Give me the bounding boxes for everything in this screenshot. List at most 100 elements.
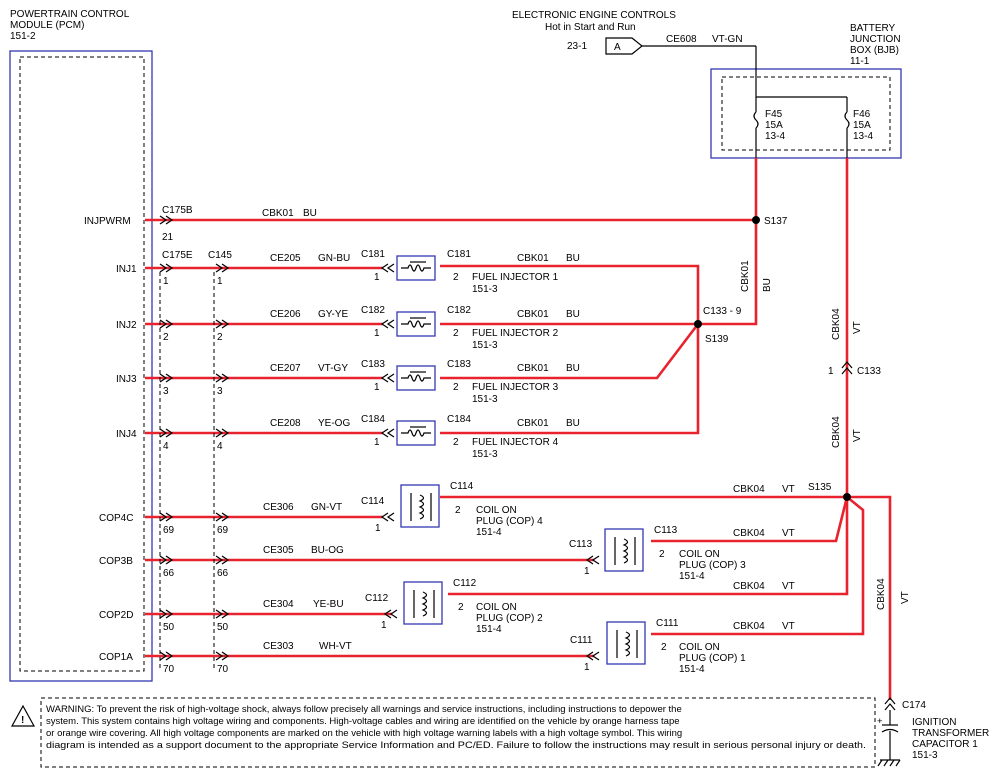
wire-cop1-out <box>651 495 865 636</box>
fuse-f45-icon <box>753 111 759 129</box>
eec-wire-color: VT-GN <box>712 34 743 45</box>
coil-2-pin-in: 1 <box>381 620 387 631</box>
warning-exclamation-icon: ! <box>21 715 24 726</box>
coil-1-ref: 151-4 <box>679 664 705 675</box>
injector-1-pin-in: 1 <box>374 272 380 283</box>
injector-4-pin-in: 1 <box>374 437 380 448</box>
warning-line-4: diagram is intended as a support documen… <box>46 740 866 751</box>
c175-pin-mark-6 <box>159 555 174 565</box>
coil-4-out-color: VT <box>782 484 795 495</box>
vlabel-cbk04-cap: CBK04 <box>876 578 887 610</box>
c175-pin-mark-1 <box>159 263 174 273</box>
coil-2-connector-out: C112 <box>453 578 477 589</box>
ground-hatch-icon <box>877 759 901 767</box>
bjb-title-line3: BOX (BJB) <box>850 45 899 56</box>
injector-1-connector-icon <box>380 263 395 273</box>
coil-3-out-color: VT <box>782 528 795 539</box>
c145-pin-mark-8 <box>215 651 230 661</box>
vlabel-bu: BU <box>762 278 773 292</box>
coil-4-wire-color: GN-VT <box>311 502 342 513</box>
coil-4-connector-icon <box>380 512 395 522</box>
coil-4-box <box>400 484 440 528</box>
coil-1-wire-color: WH-VT <box>319 641 352 652</box>
coil-4-connector-out: C114 <box>450 481 474 492</box>
eec-title: ELECTRONIC ENGINE CONTROLS <box>512 10 676 21</box>
capacitor-plus-sign: + <box>877 716 883 727</box>
injpwrm-circuit: CBK01 <box>262 208 294 219</box>
splice-s135 <box>843 493 851 501</box>
injector-3-connector-in: C183 <box>361 359 385 370</box>
injector-1-connector-out: C181 <box>447 249 471 260</box>
coil-2-wire-color: YE-BU <box>313 599 344 610</box>
c175-pin-mark-4 <box>159 428 174 438</box>
coil-3-name-2: PLUG (COP) 3 <box>679 560 746 571</box>
c175-pin-7: 50 <box>163 622 175 633</box>
injector-2-pin-in: 1 <box>374 328 380 339</box>
injector-4-solenoid-icon <box>401 429 431 437</box>
c145-pin-mark-3 <box>215 373 230 383</box>
c145-pin-mark-5 <box>215 512 230 522</box>
coil-2-pin-out: 2 <box>458 602 464 613</box>
vlabel-vt-lower: VT <box>852 429 863 442</box>
coil-4-ref: 151-4 <box>476 527 502 538</box>
pcm-title-line2: MODULE (PCM) <box>10 20 84 31</box>
c145-pin-3: 3 <box>217 386 223 397</box>
coil-1-winding-icon <box>624 631 631 657</box>
splice-s137-label: S137 <box>764 216 788 227</box>
injector-1-box <box>396 255 436 281</box>
injector-3-wire-color: VT-GY <box>318 363 348 374</box>
injector-1-circuit: CE205 <box>270 253 301 264</box>
coil-1-connector-out: C111 <box>656 618 679 629</box>
injector-3-box <box>396 365 436 391</box>
c145-pin-mark-1 <box>215 263 230 273</box>
injector-2-box <box>396 311 436 337</box>
warning-line-3: or orange wire covering. All high voltag… <box>46 728 682 739</box>
coil-2-out-circuit: CBK04 <box>733 581 765 592</box>
injector-4-pin-out: 2 <box>453 437 459 448</box>
coil-3-name-1: COIL ON <box>679 549 720 560</box>
pin-inj1-label: INJ1 <box>116 264 137 275</box>
injector-3-connector-out: C183 <box>447 359 471 370</box>
fuse-f45-ref: 13-4 <box>765 131 785 142</box>
eec-subtitle: Hot in Start and Run <box>545 22 636 33</box>
pcm-title-line1: POWERTRAIN CONTROL <box>10 9 130 20</box>
coil-1-box <box>606 621 646 665</box>
injector-3-connector-icon <box>380 373 395 383</box>
c175-pin-mark-0 <box>159 215 174 225</box>
bjb-inner <box>721 76 891 151</box>
wire-cop2-out <box>448 497 849 596</box>
capacitor-name-1: IGNITION <box>912 717 956 728</box>
injector-3-out-circuit: CBK01 <box>517 363 549 374</box>
vlabel-cbk01: CBK01 <box>740 260 751 292</box>
pin-injpwrm-label: INJPWRM <box>84 216 131 227</box>
c175-pin-mark-7 <box>159 609 174 619</box>
coil-3-pin-out: 2 <box>659 549 665 560</box>
injector-4-connector-in: C184 <box>361 414 385 425</box>
coil-1-pin-in: 1 <box>584 662 590 673</box>
injector-1-out-circuit: CBK01 <box>517 253 549 264</box>
bjb-title-line1: BATTERY <box>850 23 896 34</box>
fuse-f45-rating: 15A <box>765 120 783 131</box>
coil-4-circuit: CE306 <box>263 502 294 513</box>
coil-2-name-1: COIL ON <box>476 602 517 613</box>
coil-3-pin-in: 1 <box>584 566 590 577</box>
coil-4-name-2: PLUG (COP) 4 <box>476 516 543 527</box>
c145-pin-7: 50 <box>217 622 229 633</box>
injpwrm-color: BU <box>303 208 317 219</box>
capacitor-connector: C174 <box>902 700 926 711</box>
c133b-label: C133 <box>857 366 881 377</box>
injector-1-ref: 151-3 <box>472 284 498 295</box>
coil-3-connector-icon <box>585 555 600 565</box>
c145-pin-mark-6 <box>215 555 230 565</box>
injector-4-name: FUEL INJECTOR 4 <box>472 437 559 448</box>
wire-s135-to-capacitor <box>847 495 892 700</box>
injector-3-out-color: BU <box>566 363 580 374</box>
c175-pin-mark-3 <box>159 373 174 383</box>
c133b-pin: 1 <box>828 366 834 377</box>
injector-3-solenoid-icon <box>401 374 431 382</box>
bjb-ref: 11-1 <box>850 56 870 67</box>
coil-1-out-color: VT <box>782 621 795 632</box>
